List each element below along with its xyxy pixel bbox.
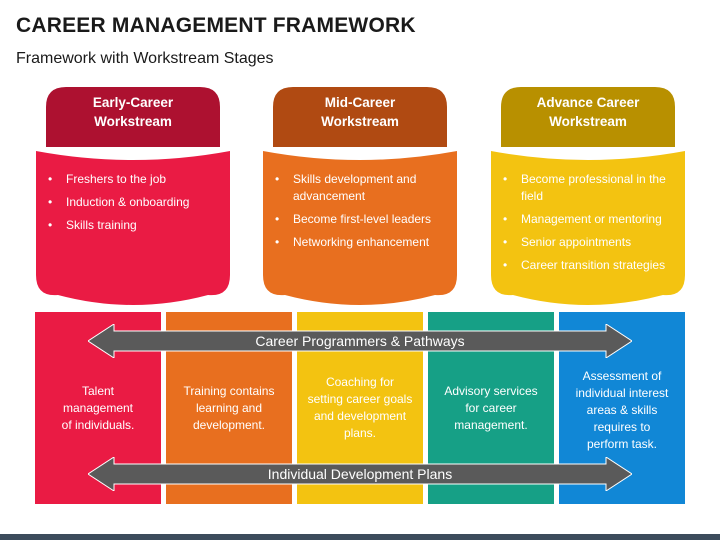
column-text: Assessment of individual interest areas … [575,368,669,451]
workstream-header-shape [46,87,220,147]
arrow-label: Individual Development Plans [267,466,453,482]
workstream-header-shape [501,87,675,147]
list-item: Become first-level leaders [271,211,451,228]
list-item: Networking enhancement [271,234,451,251]
workstream-list: Skills development and advancement Becom… [271,171,451,257]
list-item: Career transition strategies [499,257,679,274]
column-text: Training contains learning and developme… [183,383,275,432]
career-pathways-arrow: Career Programmers & Pathways [88,324,632,358]
page-title: CAREER MANAGEMENT FRAMEWORK [16,14,416,37]
list-item: Induction & onboarding [44,194,224,211]
list-item: Senior appointments [499,234,679,251]
footer-bar [0,534,720,540]
workstream-early-career: Early-Career Workstream Freshers to the … [36,85,230,307]
column-text: Coaching for setting career goals and de… [307,375,413,440]
list-item: Freshers to the job [44,171,224,188]
workstream-title: Early-Career Workstream [92,95,174,129]
workstream-title: Mid-Career Workstream [321,95,399,129]
column-text: Advisory services for career management. [444,383,538,432]
workstream-title: Advance Career Workstream [536,95,640,129]
development-plans-arrow: Individual Development Plans [88,457,632,491]
workstream-advance-career: Advance Career Workstream Become profess… [491,85,685,307]
arrow-label: Career Programmers & Pathways [255,333,465,349]
workstream-list: Become professional in the field Managem… [499,171,679,280]
list-item: Management or mentoring [499,211,679,228]
page-subtitle: Framework with Workstream Stages [16,50,274,67]
double-arrow-icon [88,324,632,358]
workstream-mid-career: Mid-Career Workstream Skills development… [263,85,457,307]
workstream-list: Freshers to the job Induction & onboardi… [44,171,224,240]
double-arrow-icon [88,457,632,491]
column-text: Talent management of individuals. [61,383,135,432]
list-item: Become professional in the field [499,171,679,205]
list-item: Skills development and advancement [271,171,451,205]
list-item: Skills training [44,217,224,234]
workstream-header-shape [273,87,447,147]
